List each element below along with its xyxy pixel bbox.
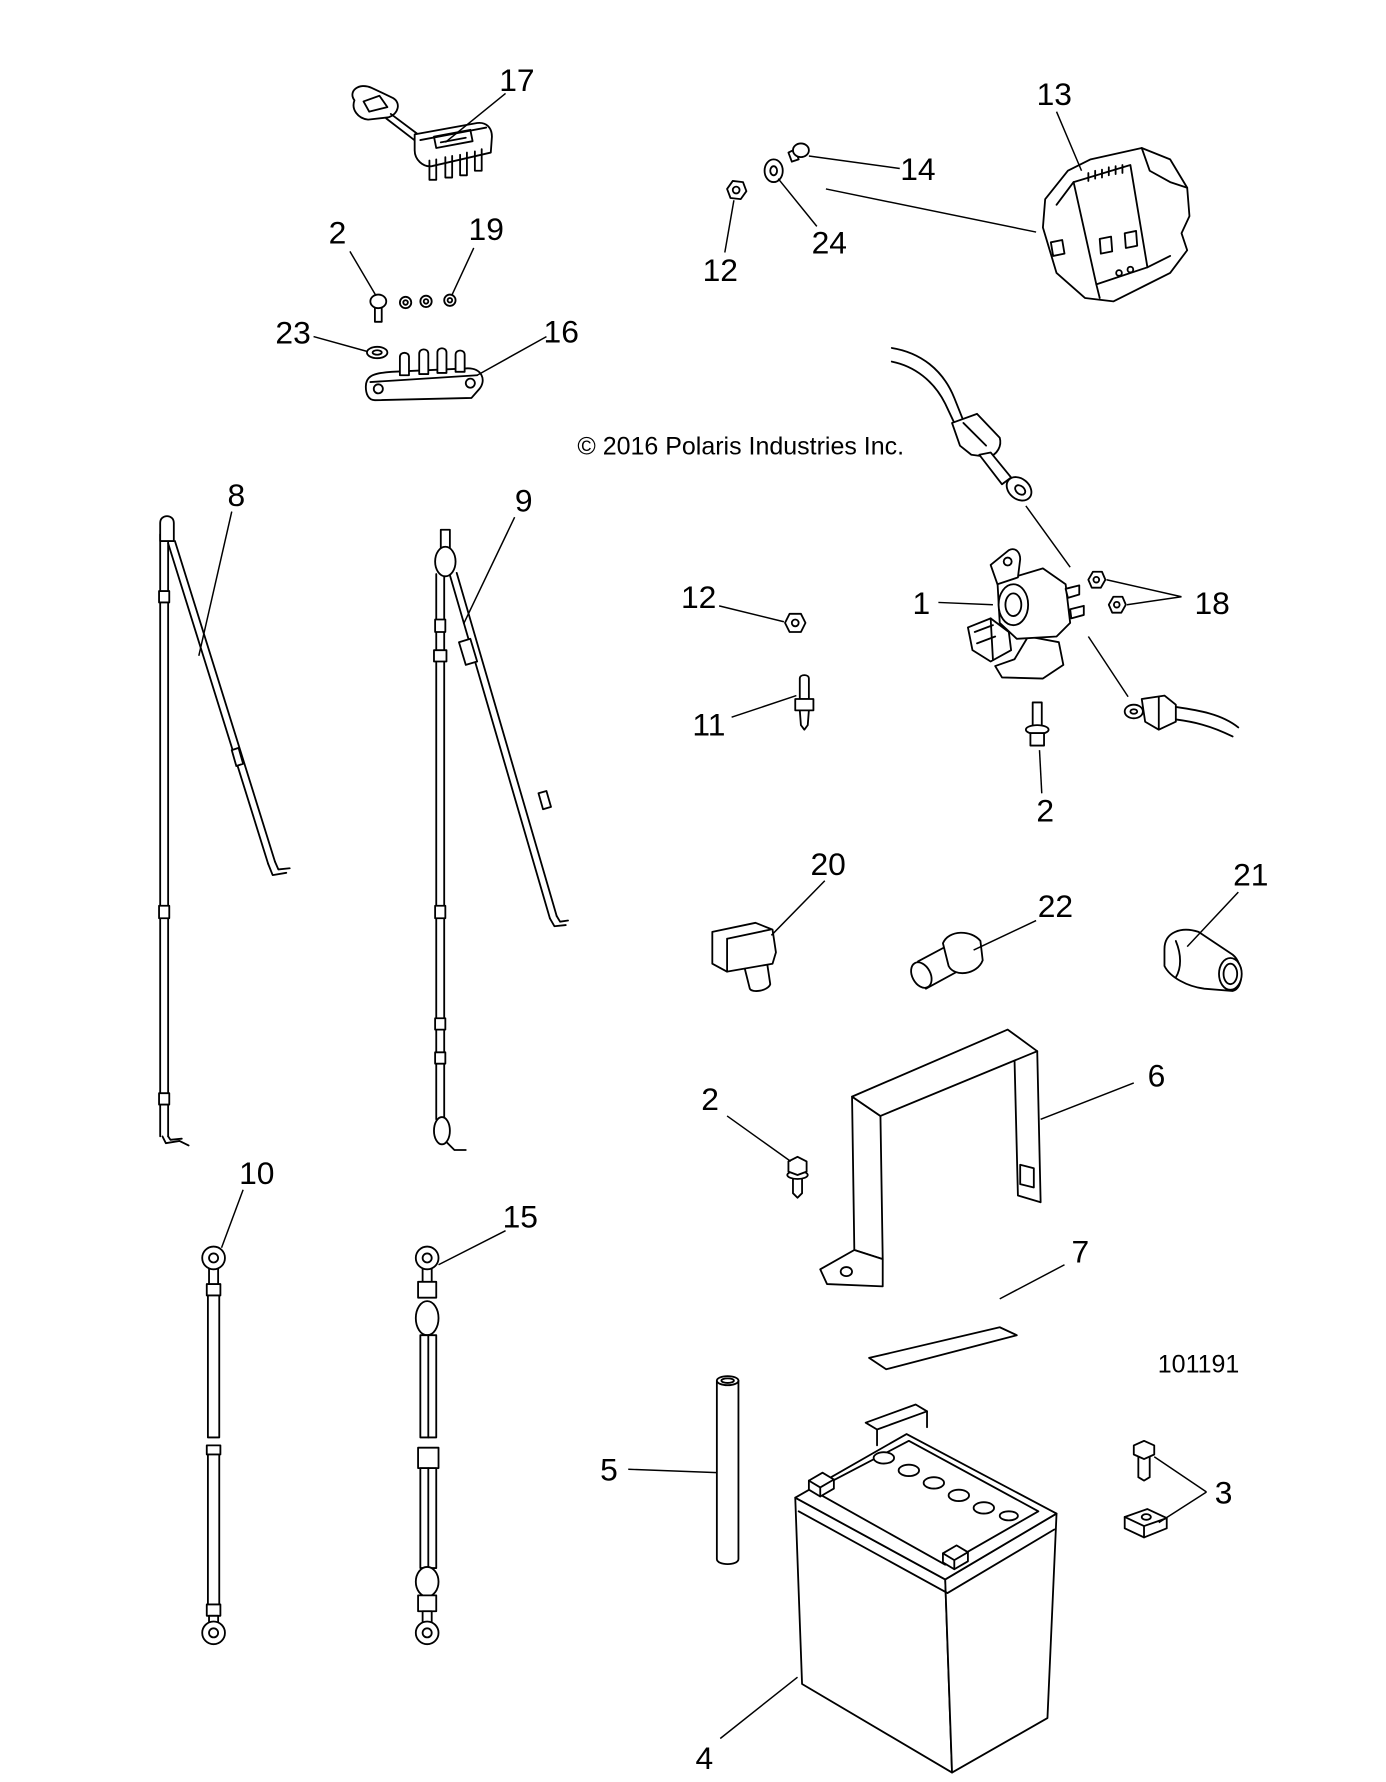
leader-2-top: [349, 251, 377, 297]
callout-2-top: 2: [329, 214, 347, 250]
callout-22: 22: [1038, 888, 1073, 924]
leader-24: [777, 178, 818, 227]
part-21-terminal-boot: [1163, 928, 1243, 992]
part-19-nuts: [398, 293, 457, 310]
callout-9: 9: [515, 483, 533, 519]
part-24-washer: [763, 158, 784, 184]
part-2-bolt-lower: [786, 1155, 809, 1199]
leader-9: [462, 516, 516, 625]
leader-2-mid: [1038, 750, 1043, 794]
leader-8: [198, 511, 233, 656]
callout-14: 14: [900, 151, 935, 187]
callout-24: 24: [812, 225, 847, 261]
callout-13: 13: [1037, 76, 1072, 112]
callout-12-mid: 12: [681, 579, 716, 615]
leader-17: [444, 92, 507, 143]
leader-20: [770, 880, 826, 936]
part-3-bolt-and-nut: [1123, 1439, 1168, 1539]
part-18-nuts: [1087, 570, 1127, 614]
copyright-notice: © 2016 Polaris Industries Inc.: [577, 433, 904, 461]
part-10-cable: [201, 1245, 226, 1646]
callout-12-top: 12: [703, 252, 738, 288]
callout-labels: 17 13 14 24 12 2 19 23 16 8 9 12 1 18 11…: [227, 62, 1268, 1776]
callout-16: 16: [544, 313, 579, 349]
leader-lines: [198, 92, 1239, 1740]
callout-3: 3: [1215, 1474, 1233, 1510]
callout-23: 23: [275, 314, 310, 350]
part-22-terminal-boot: [910, 931, 984, 990]
part-20-terminal-boot: [711, 921, 777, 992]
part-12-nut-mid: [784, 612, 807, 633]
leader-19: [451, 247, 475, 295]
leader-10: [220, 1189, 244, 1248]
part-8-cable: [158, 515, 291, 1147]
leader-3-a: [1153, 1456, 1207, 1493]
callout-1: 1: [913, 585, 931, 621]
callout-11: 11: [692, 706, 725, 742]
part-9-cable: [433, 528, 569, 1151]
leader-18-b: [1126, 596, 1182, 606]
part-6-battery-strap: [819, 1028, 1042, 1288]
callout-18: 18: [1194, 585, 1229, 621]
cable-end-right: [1123, 694, 1240, 738]
figure-number: 101191: [1158, 1351, 1240, 1379]
leader-14: [808, 155, 900, 170]
callout-2-mid: 2: [1036, 793, 1054, 829]
assembly-line-13: [825, 188, 1037, 233]
cable-top-right: [890, 347, 1033, 502]
assembly-line-cable-top: [1025, 505, 1071, 568]
leader-12-mid: [718, 605, 785, 623]
callout-19: 19: [469, 211, 504, 247]
part-1-solenoid: [967, 548, 1085, 680]
part-15-cable: [414, 1245, 440, 1646]
callout-17: 17: [499, 62, 534, 98]
leader-7: [999, 1264, 1065, 1300]
leader-15: [438, 1230, 506, 1266]
leader-5: [628, 1468, 717, 1474]
callout-15: 15: [503, 1198, 538, 1234]
leader-6: [1040, 1082, 1135, 1121]
part-7-pad: [868, 1326, 1018, 1371]
callout-4: 4: [696, 1740, 714, 1776]
assembly-line-cable-right: [1087, 636, 1129, 698]
part-17-terminal-cap: [351, 85, 493, 181]
leader-12-top: [724, 200, 735, 253]
part-5-vent-tube: [715, 1375, 740, 1566]
leader-18-a: [1106, 578, 1182, 598]
callout-21: 21: [1233, 856, 1268, 892]
leader-22: [973, 919, 1037, 951]
part-23-washer: [366, 345, 389, 360]
leader-21: [1186, 891, 1239, 948]
leader-3-b: [1158, 1491, 1207, 1524]
leader-1: [938, 601, 993, 606]
part-14-screw: [787, 142, 810, 163]
leader-23: [313, 335, 368, 353]
callout-20: 20: [811, 846, 846, 882]
part-2-bolt-mid: [1024, 701, 1050, 747]
part-13-housing: [1041, 147, 1191, 303]
part-4-battery: [794, 1403, 1058, 1774]
callout-7: 7: [1072, 1233, 1090, 1269]
leader-11: [731, 694, 797, 718]
part-16-terminal-block: [364, 347, 484, 402]
leader-2-lower: [726, 1115, 792, 1162]
part-12-nut-top: [726, 180, 748, 201]
part-11-stud: [794, 674, 815, 731]
leader-16: [476, 335, 547, 376]
callout-10: 10: [239, 1155, 274, 1191]
callout-5: 5: [600, 1452, 618, 1488]
leader-13: [1055, 111, 1083, 172]
callout-6: 6: [1148, 1057, 1166, 1093]
part-2-bolt-top: [369, 293, 388, 323]
leader-4: [719, 1676, 798, 1740]
callout-2-lower: 2: [701, 1081, 719, 1117]
callout-8: 8: [227, 477, 245, 513]
